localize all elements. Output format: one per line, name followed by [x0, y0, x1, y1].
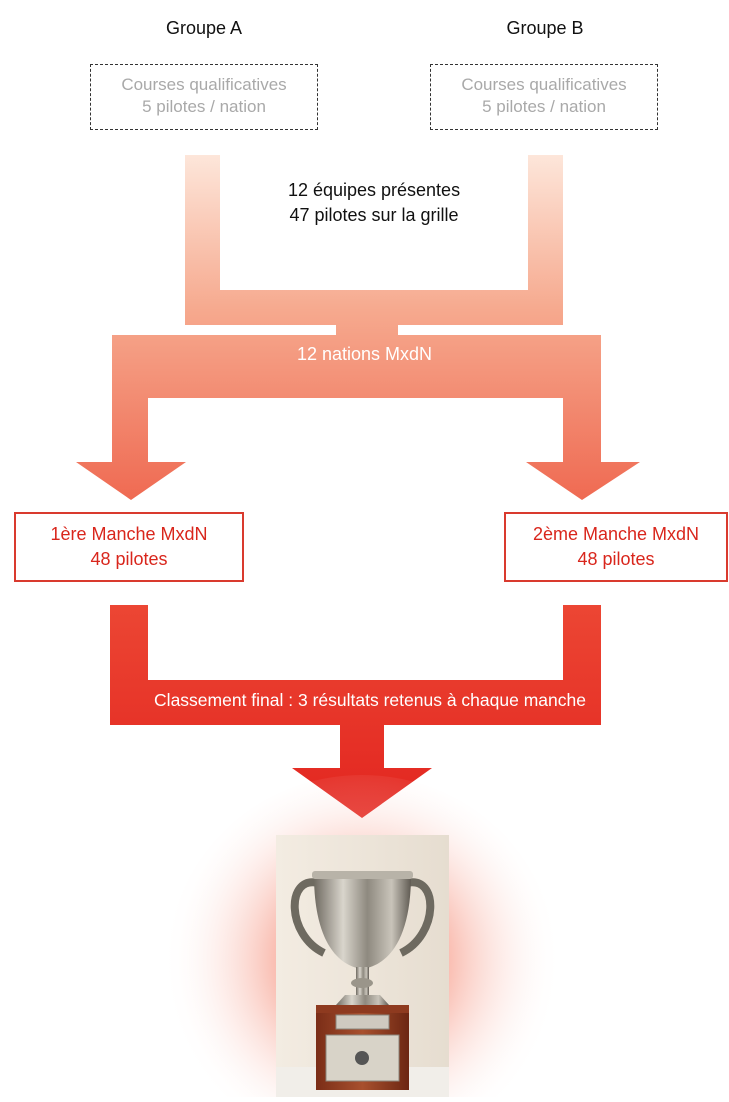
- second-race-riders: 48 pilotes: [577, 549, 655, 569]
- riders-count: 47 pilotes sur la grille: [289, 205, 459, 225]
- right-stem: [526, 335, 640, 500]
- first-race-riders: 48 pilotes: [90, 549, 168, 569]
- group-b-title: Groupe B: [506, 18, 584, 38]
- nations-band: [148, 335, 600, 398]
- group-a-qualifying-box: Courses qualificatives 5 pilotes / natio…: [90, 64, 318, 130]
- nations-label: 12 nations MxdN: [296, 344, 433, 364]
- group-b-qualifying-quota: 5 pilotes / nation: [482, 97, 606, 116]
- final-ranking-label: Classement final : 3 résultats retenus à…: [154, 690, 586, 710]
- summary-text: 12 équipes présentes 47 pilotes sur la g…: [214, 178, 534, 228]
- center-stem: [336, 325, 398, 337]
- group-b-qualifying-box: Courses qualificatives 5 pilotes / natio…: [430, 64, 658, 130]
- group-a-qualifying-quota: 5 pilotes / nation: [142, 97, 266, 116]
- first-race-box: 1ère Manche MxdN 48 pilotes: [14, 512, 244, 582]
- group-a-title: Groupe A: [165, 18, 243, 38]
- trophy-icon: [276, 835, 449, 1097]
- second-race-box: 2ème Manche MxdN 48 pilotes: [504, 512, 728, 582]
- final-arrow: [292, 725, 432, 818]
- second-race-title: 2ème Manche MxdN: [532, 524, 700, 544]
- first-race-title: 1ère Manche MxdN: [50, 524, 208, 544]
- left-stem: [76, 335, 186, 500]
- trophy-image: [276, 835, 449, 1097]
- teams-count: 12 équipes présentes: [287, 180, 461, 200]
- group-a-qualifying-label: Courses qualificatives: [121, 75, 287, 94]
- merge-funnel: [185, 155, 563, 325]
- group-b-qualifying-label: Courses qualificatives: [461, 75, 627, 94]
- final-band: [110, 680, 601, 725]
